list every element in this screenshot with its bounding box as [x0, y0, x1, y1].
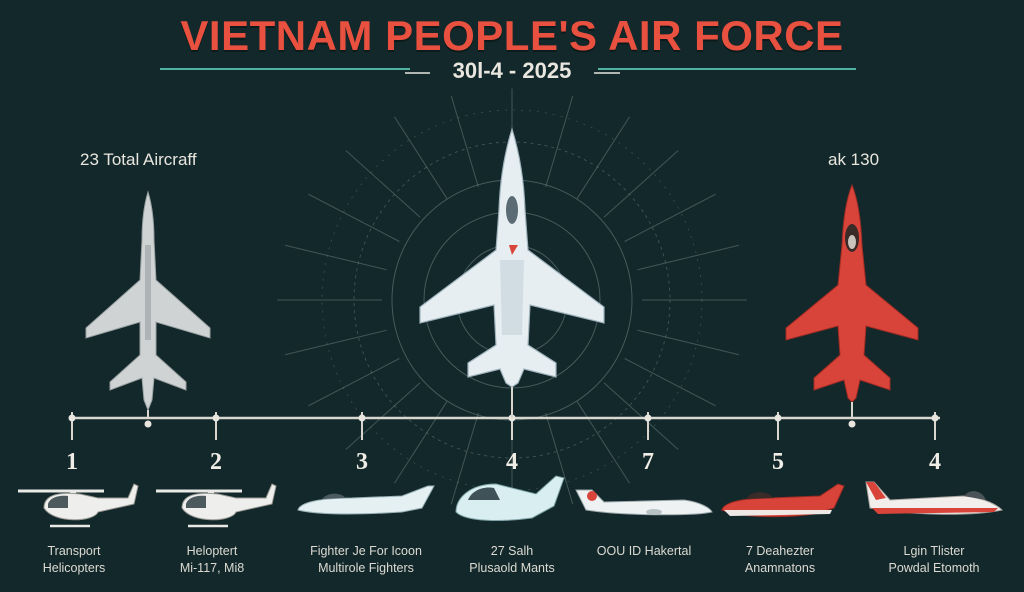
timeline-node	[931, 414, 939, 422]
timeline-number-3: 3	[356, 449, 368, 475]
timeline-node	[358, 414, 366, 422]
radar-spoke	[545, 412, 574, 505]
radar-spoke	[284, 329, 387, 356]
timeline-ticks	[68, 412, 939, 440]
radar-spoke	[345, 150, 421, 218]
caption-line: 7 Deahezter	[745, 544, 815, 558]
jet-icon	[575, 489, 713, 516]
timeline-number-7: 4	[929, 449, 941, 475]
timeline-number-2: 2	[210, 449, 222, 475]
radar-spoke	[545, 95, 574, 188]
caption-line: Powdal Etomoth	[888, 561, 980, 575]
timeline-number-6: 5	[772, 449, 784, 475]
caption-line: 27 Salh	[490, 544, 534, 558]
caption-6: 7 Deahezter Anamnatons	[710, 543, 850, 577]
radar-spoke	[394, 116, 448, 199]
caption-line: Mi-117, Mi8	[179, 561, 245, 575]
radar-spoke	[603, 150, 679, 218]
helicopter-icon	[18, 483, 139, 528]
caption-line: Heloptert	[186, 544, 238, 558]
radar-spoke	[576, 116, 630, 199]
radar-spoke	[637, 244, 740, 271]
radar-spoke	[576, 401, 630, 484]
helicopter-icon	[156, 483, 277, 528]
radar-spoke	[450, 95, 479, 188]
jet-icon	[455, 475, 565, 521]
jet-icon	[721, 483, 845, 518]
jet-trainer-icon	[785, 183, 919, 418]
timeline-node	[774, 414, 782, 422]
fighter-jet-icon	[419, 126, 605, 418]
radar-spoke	[284, 244, 387, 271]
radar-spoke	[450, 412, 479, 505]
timeline-node	[212, 414, 220, 422]
caption-line: Anamnatons	[744, 561, 816, 575]
caption-line: Fighter Je For Icoon	[310, 544, 422, 558]
radar-spoke	[308, 358, 400, 407]
caption-line: OOU ID Hakertal	[596, 544, 692, 558]
timeline-number-4: 4	[506, 449, 518, 475]
timeline-node	[144, 420, 152, 428]
caption-1: Transport Helicopters	[4, 543, 144, 577]
caption-line: Multirole Fighters	[318, 561, 414, 575]
radar-spoke	[345, 382, 421, 450]
timeline-node	[68, 414, 76, 422]
caption-2: Heloptert Mi-117, Mi8	[142, 543, 282, 577]
radar-spokes	[277, 88, 747, 512]
radar-spoke	[603, 382, 679, 450]
radar-spoke	[308, 193, 400, 242]
caption-line: Plusaold Mants	[469, 561, 555, 575]
right-aircraft-label: ak 130	[828, 150, 880, 169]
caption-line: Helicopters	[42, 561, 106, 575]
timeline-node	[644, 414, 652, 422]
total-aircraft-label: 23 Total Aircraff	[80, 150, 197, 169]
caption-4: 27 Salh Plusaold Mants	[442, 543, 582, 577]
page-title: VIETNAM PEOPLE'S AIR FORCE	[180, 12, 844, 59]
caption-line: Lgin Tlister	[903, 544, 965, 558]
timeline-node	[848, 420, 856, 428]
radar-spoke	[637, 329, 740, 356]
timeline-number-1: 1	[66, 449, 78, 475]
radar-spoke	[624, 193, 716, 242]
caption-7: Lgin Tlister Powdal Etomoth	[864, 543, 1004, 577]
jet-icon	[297, 485, 435, 515]
radar-spoke	[394, 401, 448, 484]
caption-5: OOU ID Hakertal	[574, 543, 714, 560]
jet-icon	[865, 481, 1004, 515]
page-subtitle: 30l-4 - 2025	[452, 58, 572, 83]
caption-line: Transport	[47, 544, 101, 558]
timeline-number-5: 7	[642, 449, 654, 475]
caption-3: Fighter Je For Icoon Multirole Fighters	[296, 543, 436, 577]
fighter-jet-icon	[85, 190, 211, 418]
radar-spoke	[624, 358, 716, 407]
